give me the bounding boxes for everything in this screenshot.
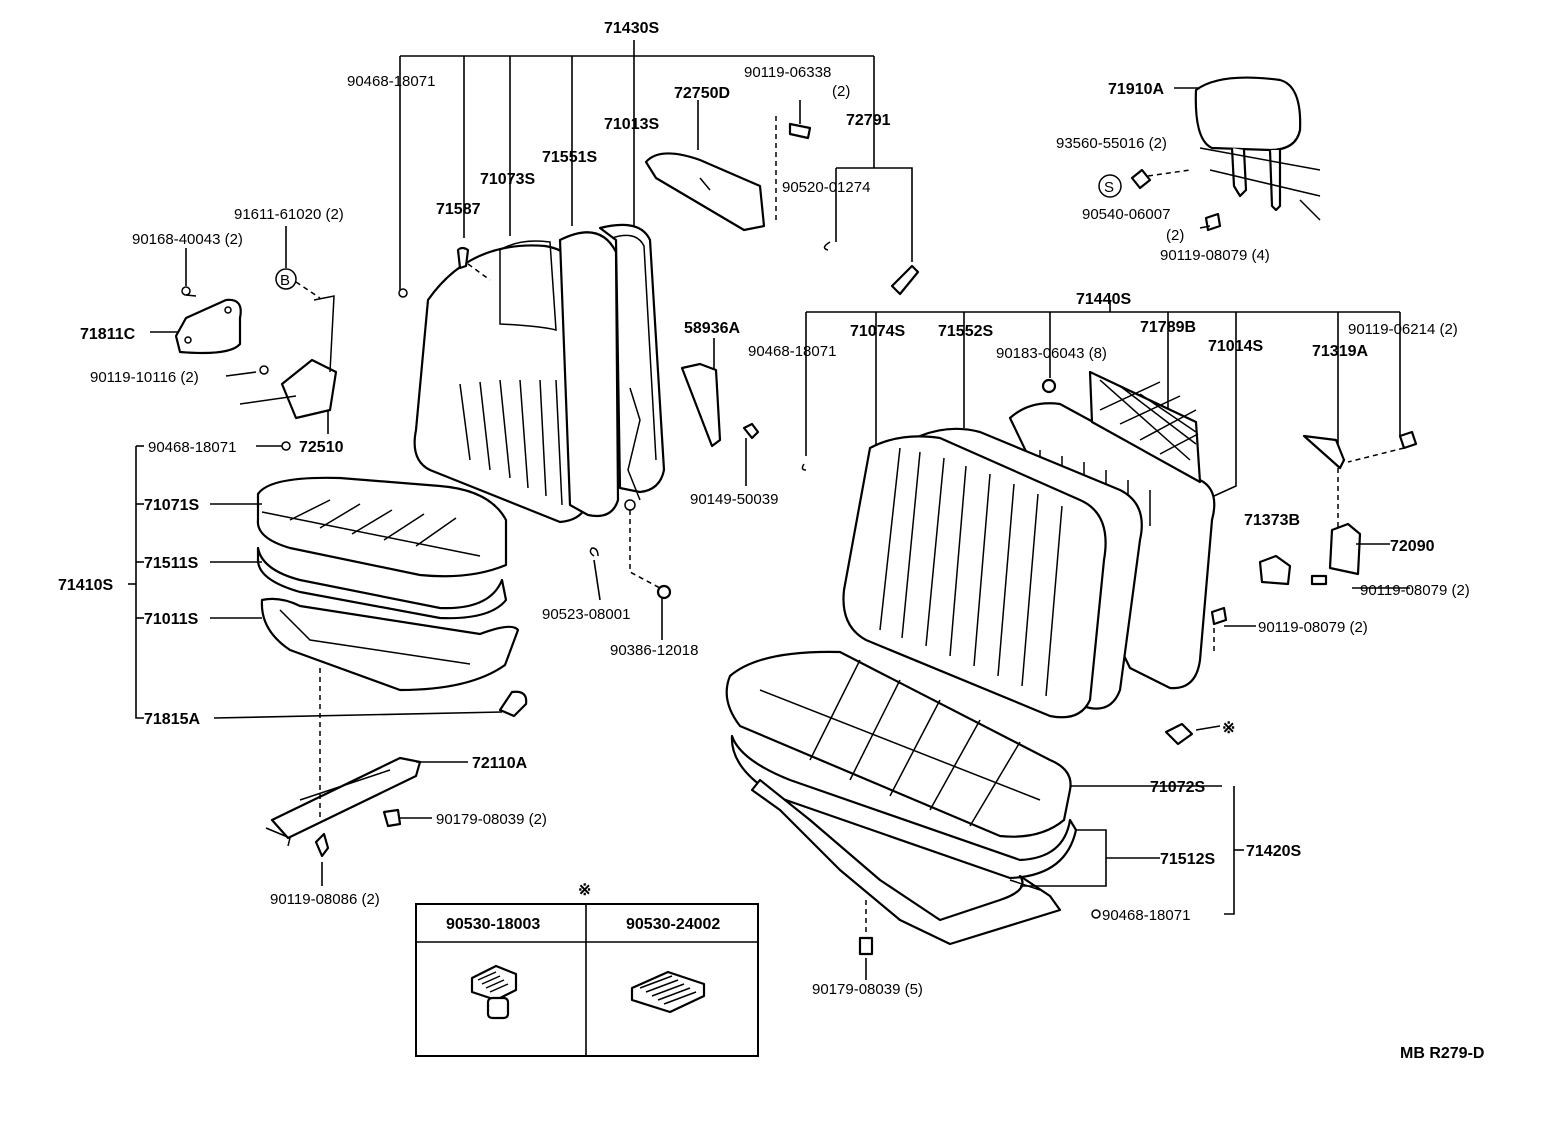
label-71420S: 71420S (1246, 843, 1301, 860)
label-71410S: 71410S (58, 577, 113, 594)
front-seat-cushion-assembly (256, 476, 528, 718)
label-93560-55016: 93560-55016 (2) (1056, 135, 1167, 152)
label-58936A: 58936A (684, 320, 740, 337)
label-71011S: 71011S (144, 611, 199, 628)
headrest-71910A (1098, 76, 1321, 232)
label-71074S: 71074S (850, 323, 905, 340)
label-71072S: 71072S (1150, 779, 1205, 796)
label-71071S: 71071S (144, 497, 199, 514)
label-71319A: 71319A (1312, 343, 1368, 360)
label-71789B: 71789B (1140, 319, 1196, 336)
asterisk-marker: ※ (1222, 720, 1235, 737)
label-90468-18071-right: 90468-18071 (1102, 907, 1190, 924)
label-71014S: 71014S (1208, 338, 1263, 355)
legend-header-2: 90530-24002 (626, 916, 720, 933)
legend-table: ※ 90530-18003 90530-24002 (415, 882, 759, 1057)
label-90119-06338-qty: (2) (832, 83, 850, 100)
label-71440S: 71440S (1076, 291, 1131, 308)
label-90183-06043: 90183-06043 (8) (996, 345, 1107, 362)
label-71910A: 71910A (1108, 81, 1164, 98)
label-71552S: 71552S (938, 323, 993, 340)
label-90119-08079-4: 90119-08079 (4) (1160, 247, 1270, 264)
label-71815A: 71815A (144, 711, 200, 728)
label-90468-18071-left: 90468-18071 (148, 439, 236, 456)
label-90119-08086: 90119-08086 (2) (270, 891, 380, 908)
label-90468-18071-top: 90468-18071 (347, 73, 435, 90)
label-90520-01274: 90520-01274 (782, 179, 870, 196)
part-labels: 71430S 90468-18071 90119-06338 (2) 72750… (58, 20, 1484, 1062)
label-90149-50039: 90149-50039 (690, 491, 778, 508)
label-71430S: 71430S (604, 20, 659, 37)
label-90179-08039-5: 90179-08039 (5) (812, 981, 923, 998)
label-90179-08039-2: 90179-08039 (2) (436, 811, 547, 828)
label-72110A: 72110A (472, 755, 528, 772)
reference-code: MB R279-D (1400, 1045, 1484, 1062)
label-90119-06214: 90119-06214 (2) (1348, 321, 1458, 338)
leader-lines-left (128, 100, 867, 980)
label-90119-10116: 90119-10116 (2) (90, 369, 199, 386)
clip-fastener-icon (470, 964, 518, 1020)
recliner-hinge-parts (174, 268, 338, 420)
label-90119-08079-2b: 90119-08079 (2) (1258, 619, 1368, 636)
label-72791: 72791 (846, 112, 891, 129)
label-90386-12018: 90386-12018 (610, 642, 698, 659)
label-71373B: 71373B (1244, 512, 1300, 529)
legend-marker: ※ (578, 882, 591, 899)
b-marker: B (280, 272, 290, 289)
legend-header-1: 90530-18003 (446, 916, 540, 933)
headrest-support-parts (281, 116, 920, 600)
bench-seat-cushion (725, 650, 1078, 946)
label-91611-61020: 91611-61020 (2) (234, 206, 344, 223)
label-90540-06007-qty: (2) (1166, 227, 1184, 244)
label-71811C: 71811C (80, 326, 136, 343)
label-71511S: 71511S (144, 555, 199, 572)
label-90523-08001: 90523-08001 (542, 606, 630, 623)
label-71073S: 71073S (480, 171, 535, 188)
bench-seat-back (842, 402, 1216, 719)
label-71512S: 71512S (1160, 851, 1215, 868)
label-72090: 72090 (1390, 538, 1435, 555)
clip-pad-icon (630, 970, 706, 1014)
label-71013S: 71013S (604, 116, 659, 133)
assembly-bracket-71430S (399, 40, 913, 290)
bench-small-parts (801, 430, 1418, 956)
label-90119-06338: 90119-06338 (744, 64, 831, 81)
label-71587: 71587 (436, 201, 481, 218)
seat-net-71789B (1041, 370, 1202, 484)
label-90540-06007: 90540-06007 (1082, 206, 1170, 223)
bench-bracket-71440S (805, 300, 1401, 497)
label-90119-08079-2a: 90119-08079 (2) (1360, 582, 1470, 599)
label-72510: 72510 (299, 439, 344, 456)
leader-lines-right (1020, 87, 1410, 915)
label-71551S: 71551S (542, 149, 597, 166)
label-90168-40043: 90168-40043 (2) (132, 231, 243, 248)
label-72750D: 72750D (674, 85, 730, 102)
seat-track-72110A (265, 668, 422, 858)
label-90468-18071-mid: 90468-18071 (748, 343, 836, 360)
s-marker: S (1104, 179, 1114, 196)
front-seat-back-assembly (413, 223, 666, 524)
